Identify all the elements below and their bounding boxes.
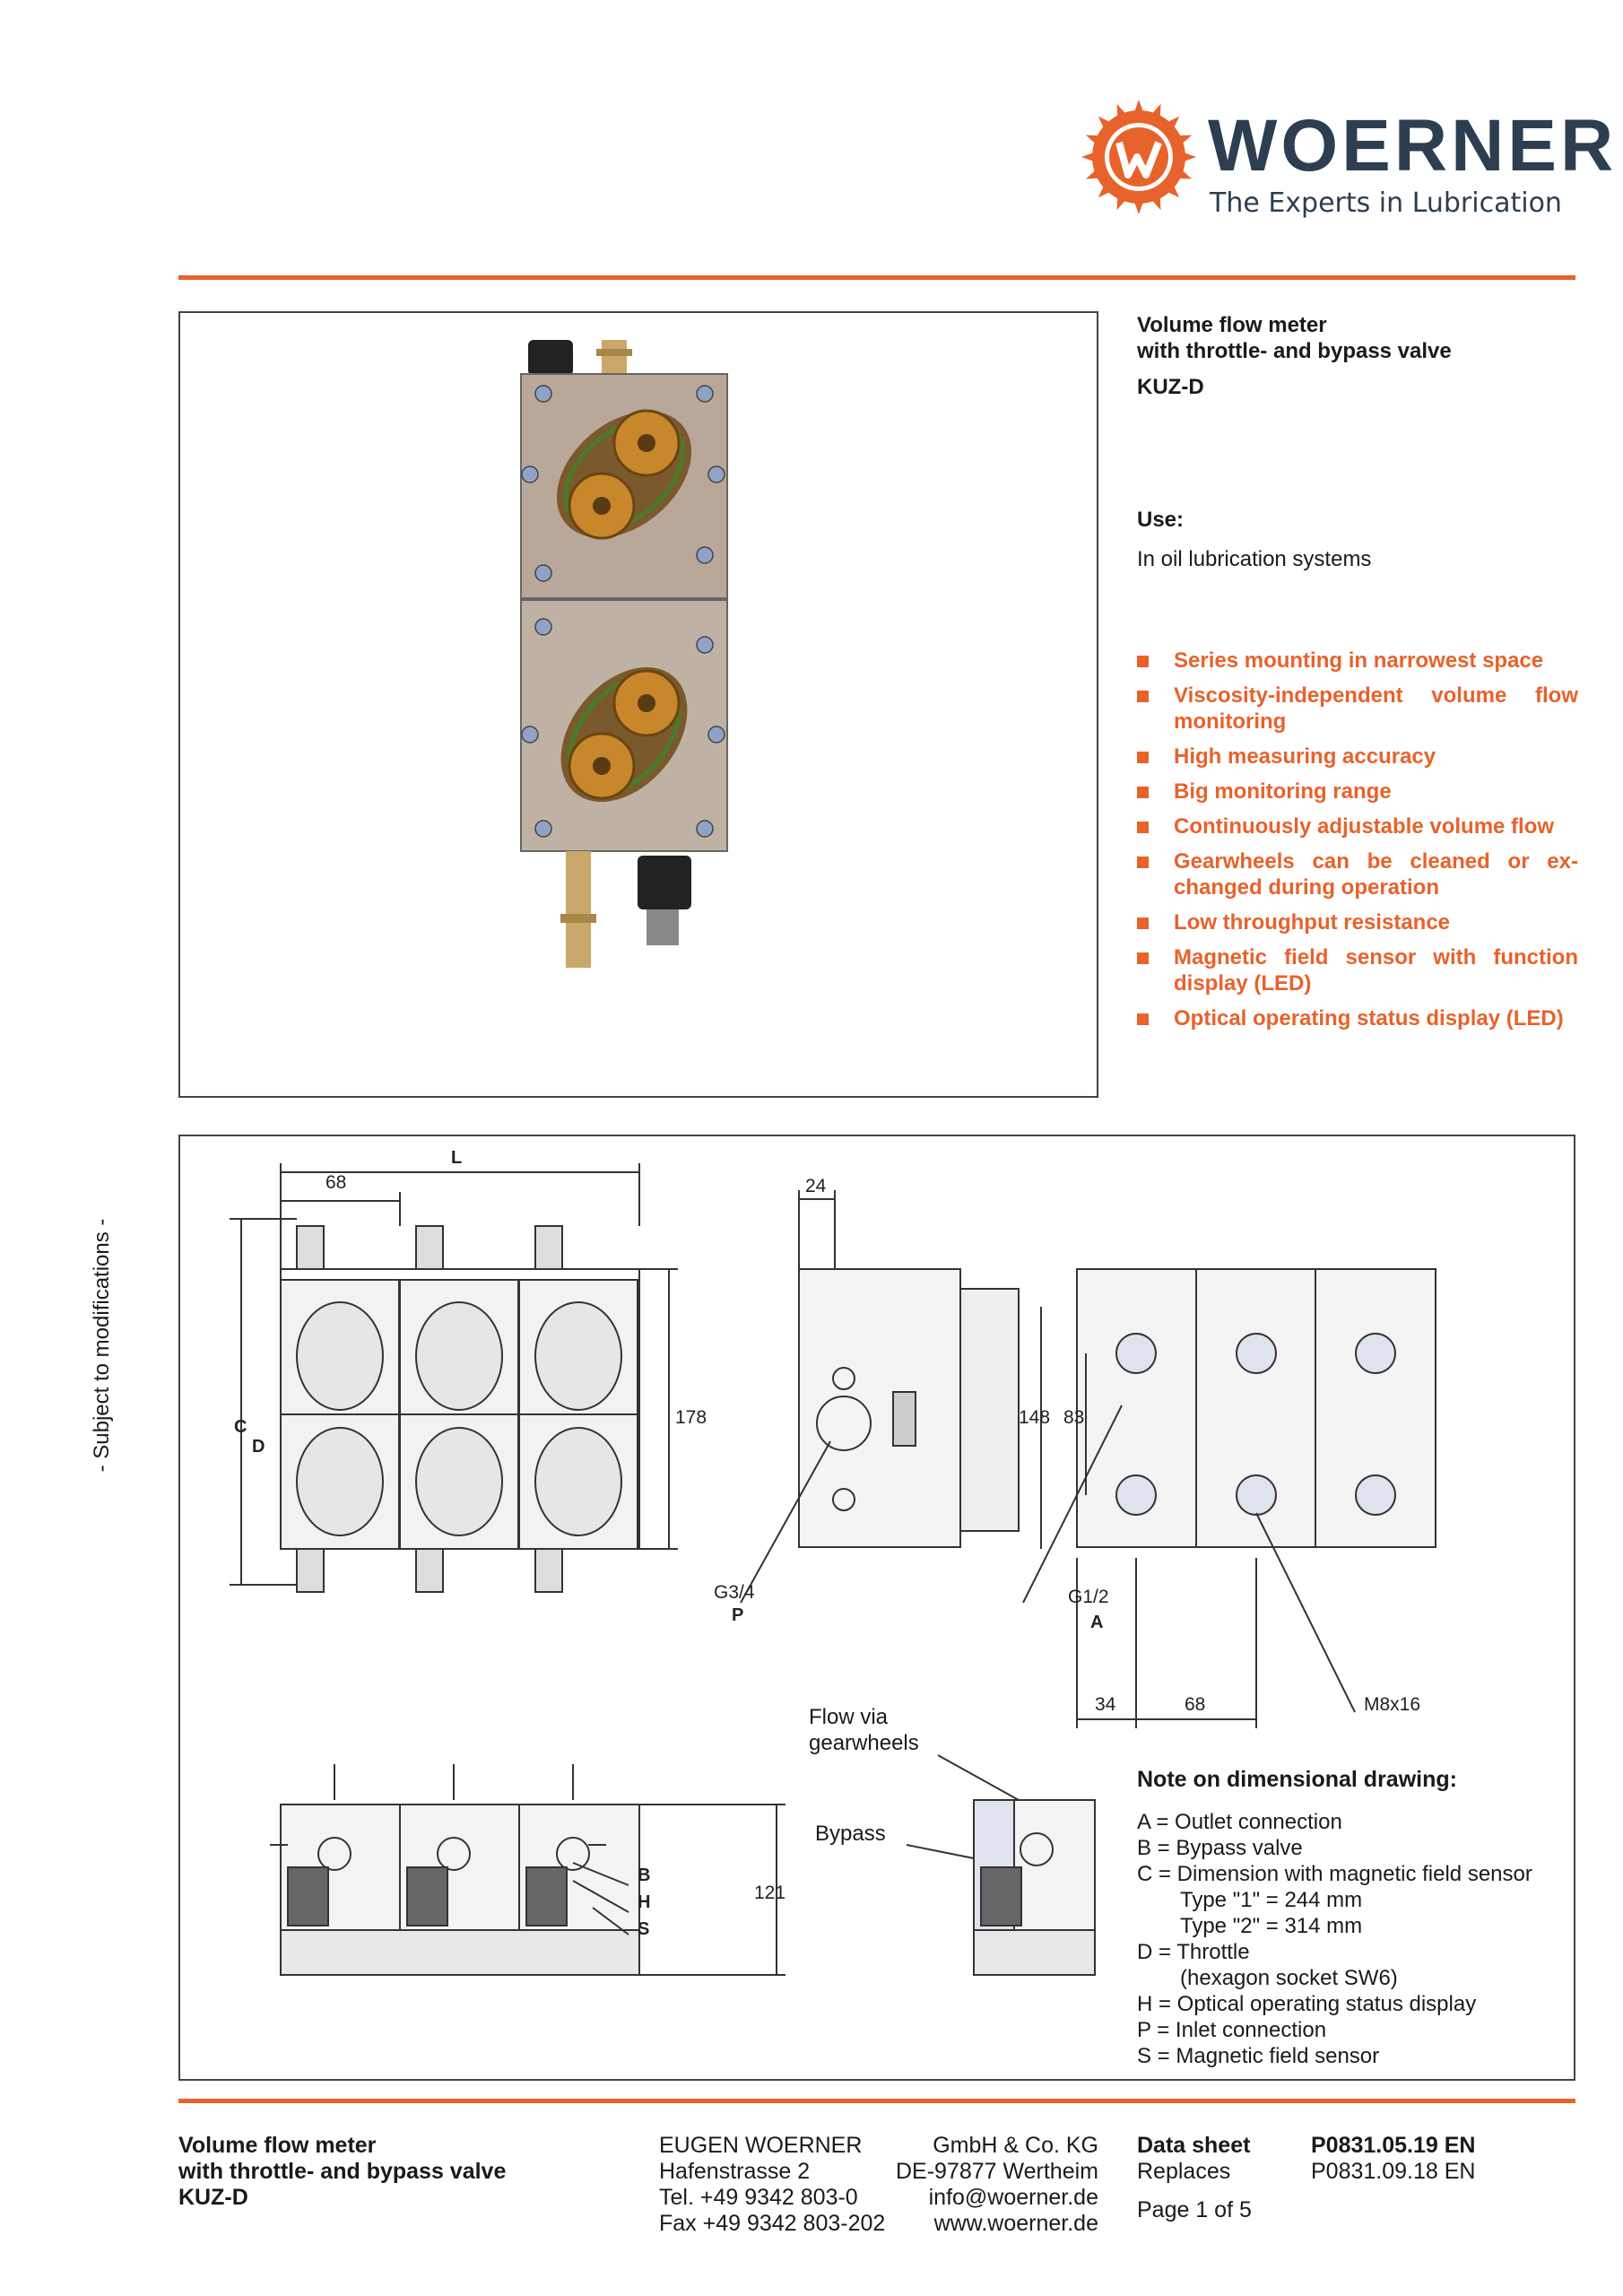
product-photo [520,340,728,968]
flow-callout-line2: gearwheels [809,1731,919,1755]
product-code: KUZ-D [1137,375,1204,399]
flow-callout: Flow via gearwheels [809,1704,919,1756]
brand-tagline: The Experts in Lubrication [1210,187,1562,219]
drawing-note: Note on dimensional drawing: A = Outlet … [1137,1767,1576,2069]
feature-item: Viscosity-independent volume flow monito… [1137,683,1578,735]
footer-product: Volume flow meter with throttle- and byp… [178,2133,506,2211]
note-line: S = Magnetic field sensor [1137,2044,1380,2068]
dim-148: 148 [1019,1407,1050,1428]
note-line: Type "2" = 314 mm [1180,1914,1363,1938]
note-line: (hexagon socket SW6) [1180,1966,1398,1990]
dim-34: 34 [1095,1694,1116,1715]
product-photo-frame [178,311,1098,1098]
dim-178: 178 [675,1407,707,1428]
company-email[interactable]: info@woerner.de [928,2185,1098,2210]
dim-g34: G3/4 [714,1582,755,1603]
feature-item: Magnetic field sensor with function disp… [1137,944,1578,996]
note-line: Type "1" = 244 mm [1180,1888,1363,1912]
dim-c: C [234,1417,247,1437]
note-line: P = Inlet connection [1137,2018,1327,2042]
datasheet-number: P0831.05.19 EN [1311,2133,1476,2158]
use-text: In oil lubrication systems [1137,547,1372,571]
note-line: D = Throttle [1137,1940,1250,1964]
use-heading: Use: [1137,508,1185,532]
page-indicator: Page 1 of 5 [1137,2197,1252,2222]
footer-product-code: KUZ-D [178,2185,248,2210]
dim-83: 83 [1063,1407,1084,1428]
footer-numbers: P0831.05.19 EN P0831.09.18 EN [1311,2133,1475,2185]
datasheet-label: Data sheet [1137,2133,1251,2158]
dim-24: 24 [805,1176,827,1196]
dim-68-right: 68 [1185,1694,1205,1715]
footer-datasheet: Data sheet Replaces Page 1 of 5 [1137,2133,1252,2223]
feature-list: Series mounting in narrowest space Visco… [1137,648,1578,1040]
company-tel: Tel. +49 9342 803-0 [659,2185,858,2210]
dim-l: L [451,1148,462,1168]
bypass-callout: Bypass [815,1822,886,1846]
feature-item: Series mounting in narrowest space [1137,648,1578,674]
dimensional-drawing: 68 L C D 178 24 G3/4 P 148 83 G1/2 A 34 … [178,1135,1575,2081]
feature-item: Optical operating status display (LED) [1137,1005,1578,1031]
note-heading: Note on dimensional drawing: [1137,1767,1457,1792]
dim-d: D [252,1437,265,1457]
dim-s: S [638,1919,649,1939]
footer-company: EUGEN WOERNER GmbH & Co. KG Hafenstrasse … [659,2133,1098,2237]
feature-item: Gearwheels can be cleaned or ex-changed … [1137,848,1578,900]
side-note-text: - Subject to modifications - [90,1218,114,1473]
note-line: H = Optical operating status display [1137,1992,1477,2016]
dim-h: H [638,1892,650,1912]
dim-m8: M8x16 [1364,1694,1420,1715]
product-title-line1: Volume flow meter [1137,313,1327,337]
footer-product-line1: Volume flow meter [178,2133,377,2158]
product-info: Volume flow meter with throttle- and byp… [1137,312,1578,571]
woerner-logo: WOERNER The Experts in Lubrication [1081,99,1613,233]
note-line: C = Dimension with magnetic field sensor [1137,1862,1532,1886]
footer-product-line2: with throttle- and bypass valve [178,2159,507,2184]
dim-b: B [638,1866,650,1885]
feature-item: High measuring accuracy [1137,744,1578,770]
feature-item: Big monitoring range [1137,778,1578,804]
company-suffix: GmbH & Co. KG [933,2133,1098,2158]
note-line: B = Bypass valve [1137,1836,1303,1860]
top-divider [178,275,1575,280]
product-title-line2: with throttle- and bypass valve [1137,339,1452,363]
note-line: A = Outlet connection [1137,1810,1342,1834]
flow-callout-line1: Flow via [809,1705,889,1729]
dim-p: P [732,1605,743,1625]
company-street: Hafenstrasse 2 [659,2159,811,2184]
dim-g12: G1/2 [1068,1587,1109,1607]
brand-name: WOERNER [1208,105,1618,187]
dim-a: A [1090,1613,1103,1632]
replaces-label: Replaces [1137,2159,1231,2184]
company-fax: Fax +49 9342 803-202 [659,2211,886,2236]
company-city: DE-97877 Wertheim [895,2159,1098,2184]
drawing-svg: 68 L C D 178 24 G3/4 P 148 83 G1/2 A 34 … [230,1148,1436,1976]
side-note: - Subject to modifications - [84,1219,120,1473]
dim-121: 121 [754,1883,785,1903]
dim-68: 68 [325,1172,346,1193]
replaces-number: P0831.09.18 EN [1311,2159,1476,2184]
company-name: EUGEN WOERNER [659,2133,863,2158]
company-web[interactable]: www.woerner.de [933,2211,1098,2236]
feature-item: Low throughput resistance [1137,909,1578,935]
feature-item: Continuously adjustable volume flow [1137,813,1578,839]
bottom-divider [178,2099,1575,2103]
sun-gear-logo-icon [1081,100,1196,214]
